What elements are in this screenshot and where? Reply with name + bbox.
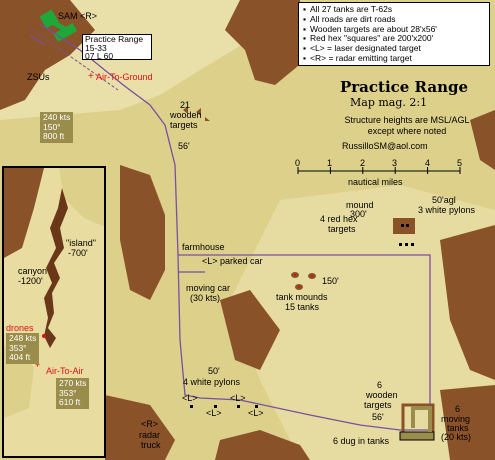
scale-tick-label: 5 xyxy=(457,158,463,168)
tank-mounds-label: tank mounds xyxy=(276,292,328,302)
laser-marker: <L> xyxy=(182,393,198,403)
moving-tanks-count: 6 xyxy=(455,404,461,414)
sam-label: SAM <R> xyxy=(58,11,98,21)
brown-terrain-south-central xyxy=(220,290,280,370)
dug-tanks-label: 6 dug in tanks xyxy=(333,436,390,446)
island-height: -700' xyxy=(68,248,88,258)
mound-site[interactable] xyxy=(393,218,415,246)
road-network xyxy=(29,23,431,431)
parked-car-label: <L> parked car xyxy=(202,256,263,266)
canyon-height: -1200' xyxy=(18,276,43,286)
moving-tanks-site[interactable] xyxy=(399,403,435,441)
bottom-pylon-markers[interactable] xyxy=(190,405,258,408)
scale-tick-label: 1 xyxy=(327,158,333,168)
wooden-6-height: 56' xyxy=(372,412,384,422)
brown-terrain-southeast xyxy=(440,385,495,460)
farmhouse-label: farmhouse xyxy=(182,242,225,252)
scale-tick-label: 0 xyxy=(295,158,301,168)
brown-terrain-north xyxy=(225,0,300,85)
wooden-21-count: 21 xyxy=(180,100,191,110)
practice-range-box: Practice Range 15-33 07 L 60 xyxy=(82,34,152,60)
radar-label: radar xyxy=(139,430,161,440)
legend-item: Red hex "squares" are 200'x200' xyxy=(303,34,485,44)
laser-marker: <L> xyxy=(206,408,222,418)
author-email[interactable]: RussilloSM@aol.com xyxy=(342,141,428,151)
wooden-6-type: wooden xyxy=(366,390,398,400)
legend-item: All 27 tanks are T-62s xyxy=(303,4,485,15)
air-to-air-info-box: 270 kts 353° 610 ft xyxy=(56,378,90,409)
wooden-21-kind: targets xyxy=(170,120,198,130)
mound-height: 300' xyxy=(350,209,367,219)
wooden-6-count: 6 xyxy=(377,380,383,390)
air-to-air-label: Air-To-Air xyxy=(46,366,84,376)
legend-box: All 27 tanks are T-62s All roads are dir… xyxy=(298,2,490,66)
top-speed-box: 240 kts 150° 800 ft xyxy=(40,112,74,143)
wooden-6-kind: targets xyxy=(364,400,392,410)
tank-mounds-height: 150' xyxy=(322,276,339,286)
island-label: "island" xyxy=(66,238,96,248)
air-to-ground-label: Air-To-Ground xyxy=(96,72,153,82)
wooden-21-type: wooden xyxy=(170,110,202,120)
brown-terrain-south xyxy=(215,430,310,460)
moving-tanks-label: moving xyxy=(441,414,471,424)
brown-terrain-east-top xyxy=(470,110,495,170)
brown-terrain-east xyxy=(440,225,495,380)
wooden-targets-21[interactable] xyxy=(183,106,210,121)
red-hex-kind: targets xyxy=(328,224,356,234)
tank-mounds-count: 15 tanks xyxy=(285,302,320,312)
svg-text:+: + xyxy=(35,360,40,370)
mound-label: mound xyxy=(346,200,374,210)
scale-unit: nautical miles xyxy=(348,177,403,187)
brown-terrain-southwest xyxy=(105,395,175,460)
canyon-label: canyon xyxy=(18,266,48,276)
legend-item: All roads are dirt roads xyxy=(303,14,485,25)
inset-terrain: + xyxy=(4,168,104,456)
legend-item: <L> = laser designated target xyxy=(303,43,485,54)
scale-tick-label: 2 xyxy=(360,158,366,168)
brown-terrain-central xyxy=(120,165,165,300)
pylons-label: 4 white pylons xyxy=(183,377,241,387)
radar-tag: <R> xyxy=(141,419,159,429)
laser-marker: <L> xyxy=(248,408,264,418)
air-to-ground-marker: + xyxy=(88,71,94,82)
legend-item: <R> = radar emitting target xyxy=(303,53,485,64)
scale-tick-label: 3 xyxy=(392,158,398,168)
drones-label: drones xyxy=(6,323,34,333)
scale-bar: 0 1 2 3 4 5 nautical miles xyxy=(290,158,470,188)
height-note: Structure heights are MSL/AGL except whe… xyxy=(344,115,470,136)
moving-car-label: moving car xyxy=(186,283,231,293)
map-subtitle: Map mag. 2:1 xyxy=(350,96,428,109)
zsus-label: ZSUs xyxy=(27,72,50,82)
pylons-height: 50' xyxy=(208,366,220,376)
radar-kind: truck xyxy=(141,440,161,450)
tank-mounds[interactable] xyxy=(291,272,316,290)
scale-tick-label: 4 xyxy=(425,158,431,168)
drones-info-box: 248 kts 353° 404 ft xyxy=(6,333,40,364)
legend-item: Wooden targets are about 28'x56' xyxy=(303,24,485,35)
light-field-southeast xyxy=(230,185,495,460)
mound-agl: 50'agl xyxy=(432,195,456,205)
map-title: Practice Range xyxy=(340,78,469,96)
laser-marker: <L> xyxy=(230,393,246,403)
canyon-inset[interactable]: + "island" -700' canyon -1200' drones 24… xyxy=(2,166,106,458)
mound-pylons: 3 white pylons xyxy=(418,205,476,215)
red-hex-count: 4 red hex xyxy=(320,214,358,224)
moving-tanks-kind: tanks xyxy=(447,423,469,433)
approach-line xyxy=(29,27,119,91)
wooden-21-height: 56' xyxy=(178,141,190,151)
moving-tanks-speed: (20 kts) xyxy=(441,432,472,442)
moving-car-speed: (30 kts) xyxy=(190,293,221,303)
